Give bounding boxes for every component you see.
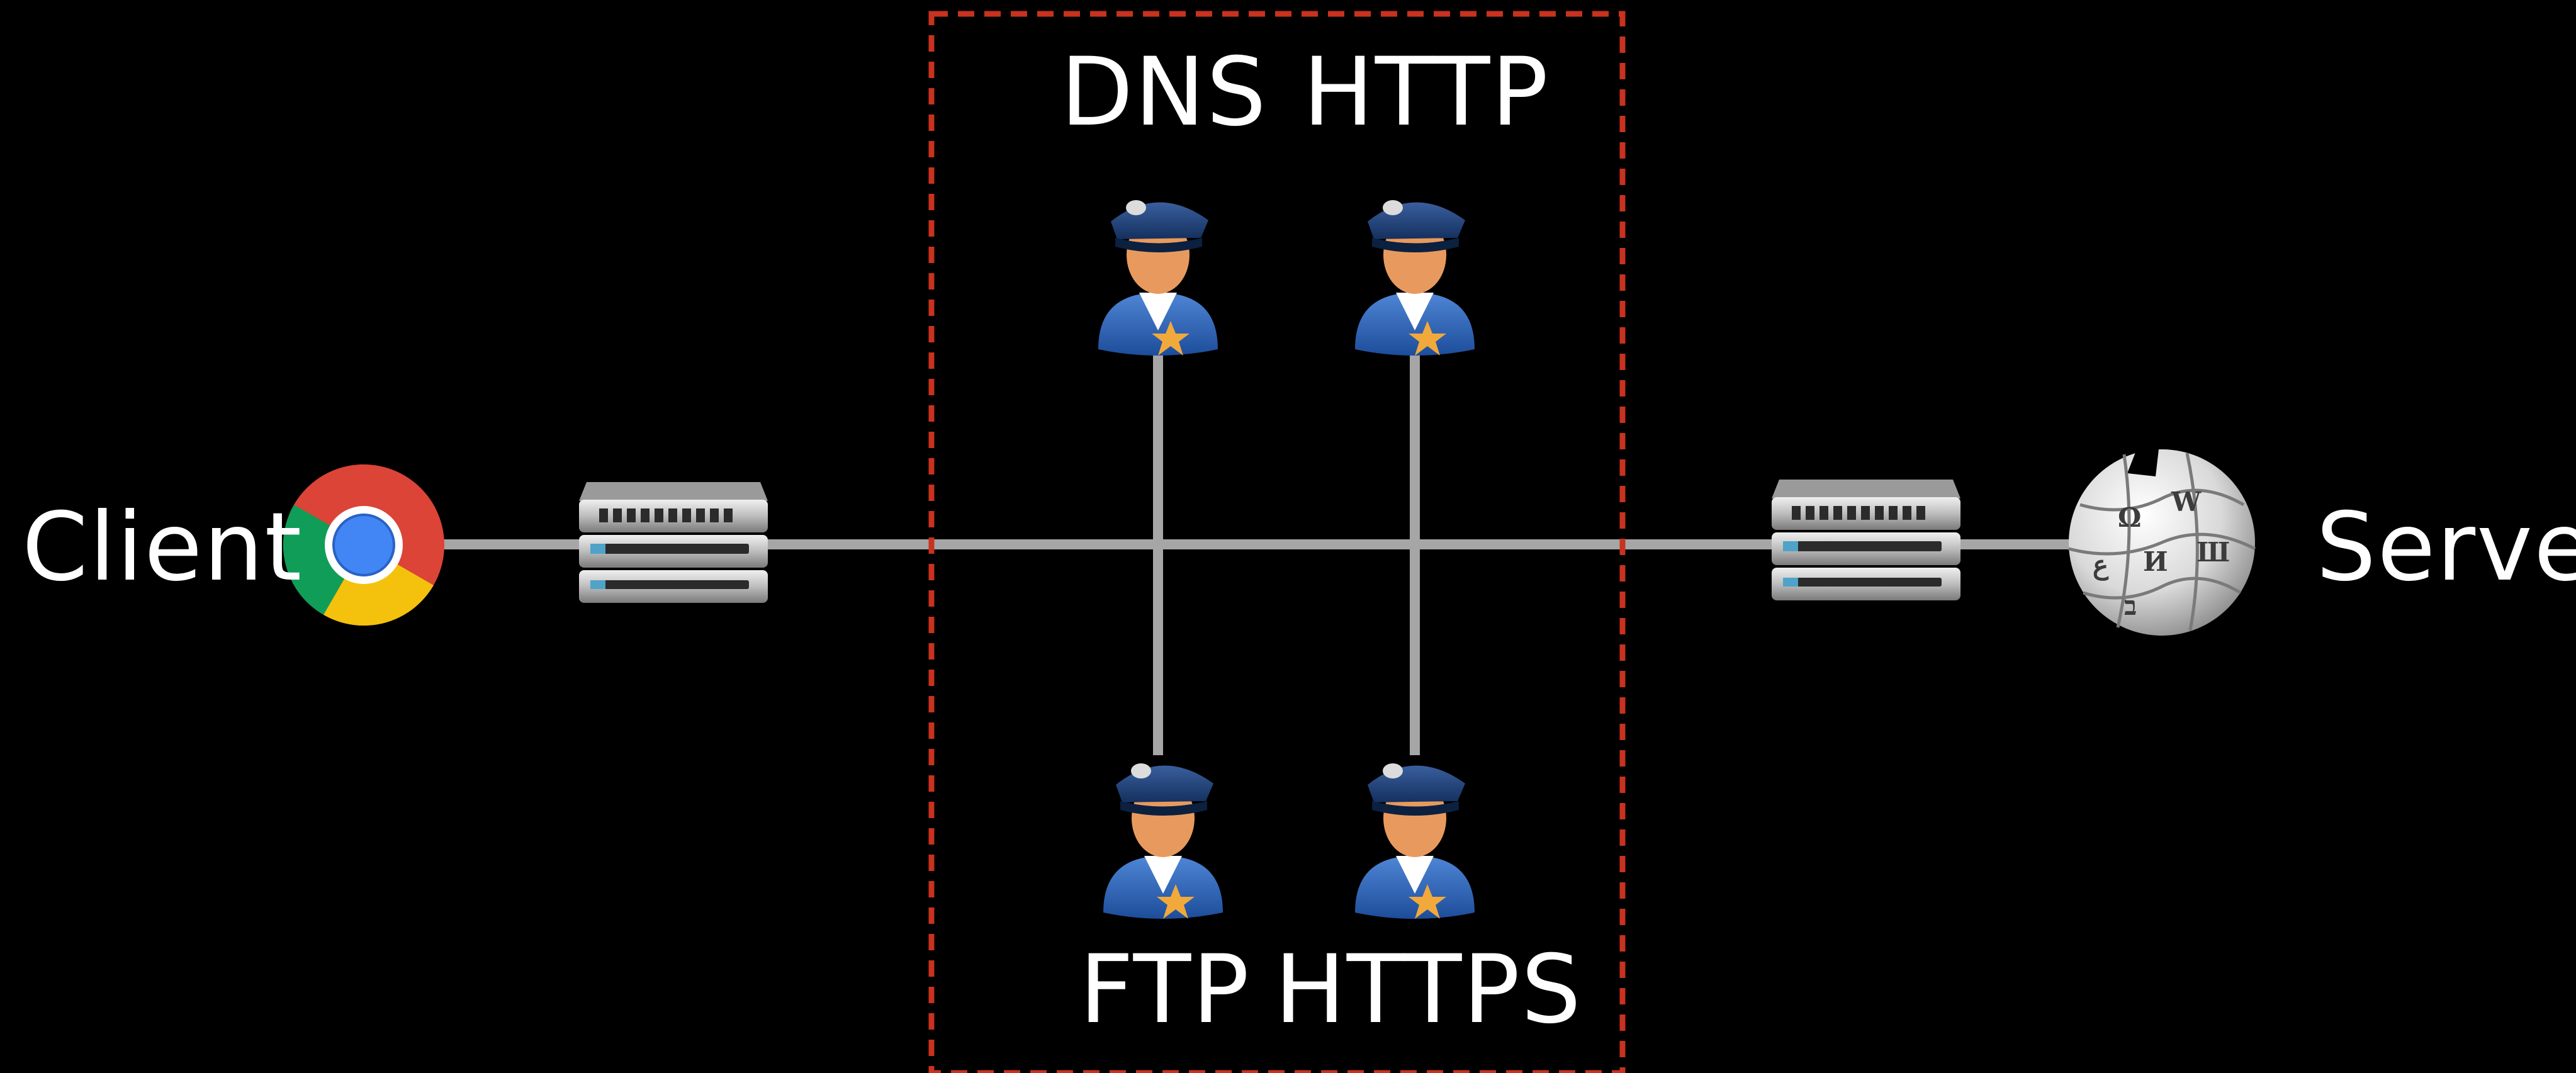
http-label: HTTP xyxy=(1303,38,1550,147)
http-officer-icon xyxy=(1355,200,1475,356)
https-label: HTTPS xyxy=(1274,935,1583,1045)
dns-officer-icon xyxy=(1098,200,1218,356)
ftp-label: FTP xyxy=(1079,935,1251,1045)
wikipedia-globe-icon: Ω W ع И Ш ב xyxy=(2068,449,2256,636)
svg-text:W: W xyxy=(2171,486,2202,517)
client-switch-icon xyxy=(579,482,768,603)
server-switch-icon xyxy=(1772,480,1960,600)
protocol-boundary-box xyxy=(928,11,1626,1073)
svg-text:Ш: Ш xyxy=(2196,537,2230,568)
client-label: Client xyxy=(22,493,303,602)
svg-text:И: И xyxy=(2143,546,2168,577)
svg-text:ב: ב xyxy=(2124,590,2137,621)
dns-label: DNS xyxy=(1060,38,1268,147)
server-label: Server xyxy=(2316,493,2576,602)
https-officer-icon xyxy=(1355,763,1475,919)
ftp-officer-icon xyxy=(1103,763,1223,919)
chrome-browser-icon xyxy=(283,464,444,626)
svg-text:ع: ع xyxy=(2093,549,2109,581)
svg-text:Ω: Ω xyxy=(2118,502,2141,533)
